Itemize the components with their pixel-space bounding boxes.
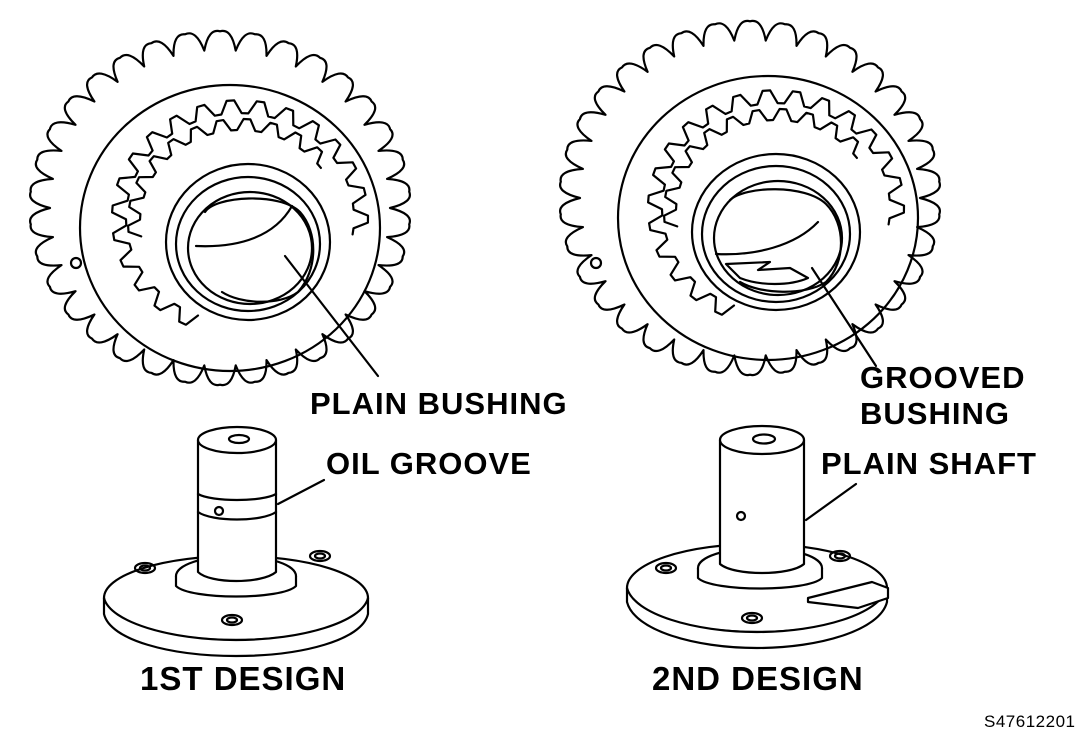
right-flange-bolt-hole-1	[654, 561, 678, 575]
left-flange-bolt-hole-1-inner	[138, 564, 152, 572]
left-oil-groove-bottom	[196, 510, 278, 521]
label-oil-groove: OIL GROOVE	[326, 446, 532, 481]
left-oil-groove-top	[196, 492, 278, 502]
left-shaft-center-hole	[227, 433, 251, 445]
left-flange-bolt-hole-3	[220, 613, 244, 627]
right-flange-bolt-hole-3-inner	[745, 614, 759, 622]
left-shaft-body	[196, 438, 278, 583]
right-shaft-collar-side	[696, 568, 824, 590]
right-flange-side	[625, 586, 889, 650]
left-shaft-collar-side	[174, 576, 298, 598]
right-flange-bolt-hole-3	[740, 611, 764, 625]
right-flange-key	[806, 580, 890, 610]
right-sprocket-hub-ring	[616, 74, 920, 362]
figure-code: S47612201	[984, 712, 1076, 731]
right-bushing-rim	[712, 179, 844, 297]
right-sprocket-timing-hole	[589, 256, 603, 270]
leader-oil-groove	[276, 478, 326, 506]
right-hub-face	[700, 164, 852, 304]
label-plain-bushing: PLAIN BUSHING	[310, 386, 568, 421]
left-sprocket	[29, 29, 411, 387]
right-bushing-groove	[724, 260, 810, 286]
right-bushing-bore	[728, 188, 843, 293]
left-flange-bolt-hole-3-inner	[225, 616, 239, 624]
label-grooved-bushing-line-1: GROOVED	[860, 360, 1026, 395]
right-sprocket-inner-teeth-row-1	[647, 89, 906, 316]
right-shaft-assembly	[625, 424, 890, 650]
leader-plain-shaft	[804, 482, 858, 522]
left-oil-hole	[213, 505, 225, 517]
right-sprocket-inner-teeth-row-2	[663, 107, 860, 228]
left-flange-bolt-hole-1	[133, 561, 157, 575]
left-flange-side	[102, 596, 370, 658]
right-sprocket	[559, 19, 941, 377]
right-shaft-oil-hole	[735, 510, 747, 522]
right-flange-bolt-hole-2	[828, 549, 852, 563]
left-flange-bolt-hole-2-inner	[313, 552, 327, 560]
left-bushing-rim	[186, 190, 314, 306]
left-hub-face	[174, 175, 322, 313]
left-sprocket-inner-teeth-row-1	[111, 99, 370, 326]
right-flange-bolt-hole-1-inner	[659, 564, 673, 572]
label-first-design: 1ST DESIGN	[140, 660, 347, 697]
right-shaft-top	[718, 424, 806, 456]
right-bushing-inner-edge	[714, 220, 820, 256]
left-shaft-assembly	[102, 425, 370, 658]
right-flange-bolt-hole-2-inner	[833, 552, 847, 560]
left-sprocket-timing-hole	[69, 256, 83, 270]
right-shaft-body	[718, 438, 806, 575]
label-plain-shaft: PLAIN SHAFT	[821, 446, 1037, 481]
left-shaft-top	[196, 425, 278, 455]
leader-grooved-bushing	[810, 266, 878, 368]
left-sprocket-inner-teeth-row-2	[127, 117, 324, 238]
left-bushing-inner-edge	[194, 204, 294, 248]
left-flange-bolt-hole-2	[308, 549, 332, 563]
left-hub-outer	[164, 162, 332, 322]
left-sprocket-hub-ring	[78, 83, 382, 373]
label-grooved-bushing-line-2: BUSHING	[860, 396, 1010, 431]
label-second-design: 2ND DESIGN	[652, 660, 864, 697]
left-bushing-bore	[203, 197, 315, 303]
leader-plain-bushing	[283, 254, 380, 378]
right-shaft-center-hole	[751, 433, 777, 445]
right-hub-outer	[690, 152, 862, 312]
